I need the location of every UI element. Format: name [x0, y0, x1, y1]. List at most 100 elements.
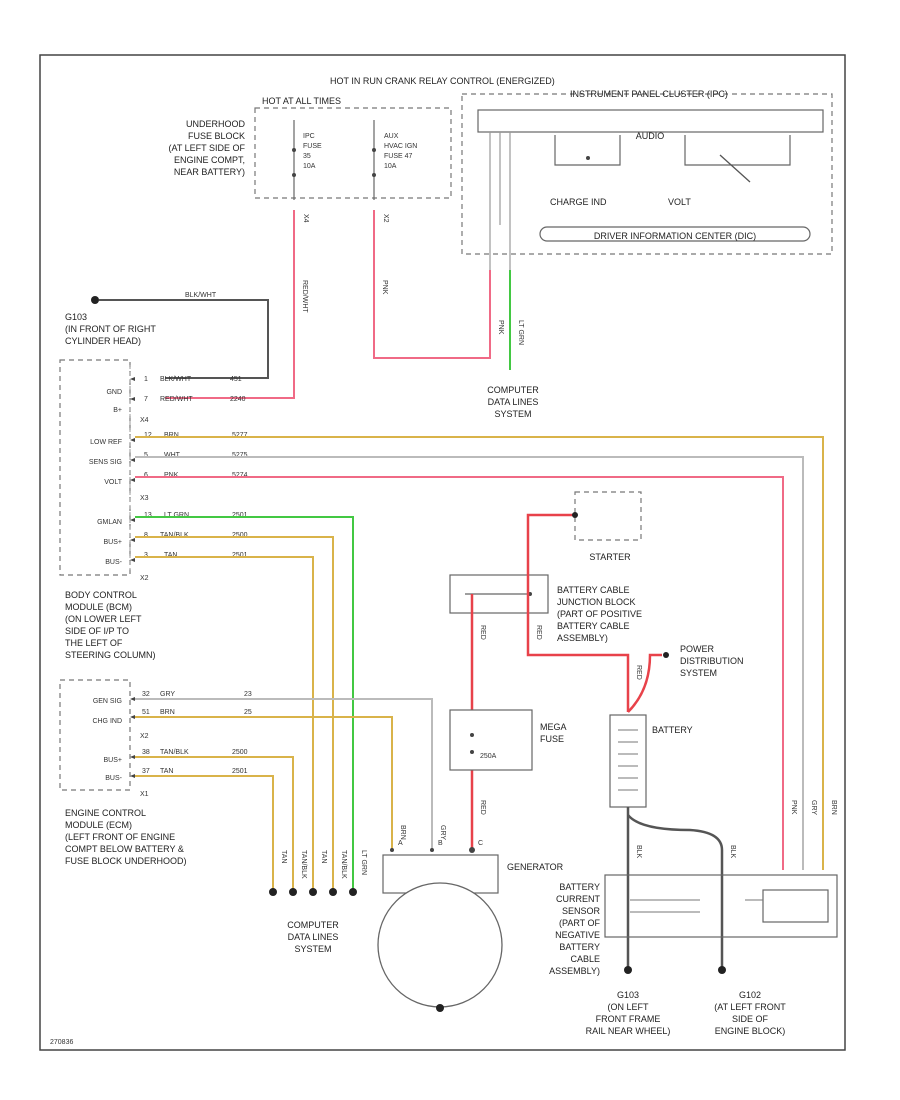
wire-lt-grn-gmlan — [135, 516, 354, 890]
svg-text:BRN: BRN — [160, 709, 175, 716]
svg-text:(PART OF POSITIVE: (PART OF POSITIVE — [557, 609, 642, 619]
svg-text:BATTERY: BATTERY — [559, 942, 600, 952]
svg-text:G103: G103 — [617, 990, 639, 1000]
wire-red-wht-bcm-bplus — [165, 210, 295, 399]
svg-text:BRN: BRN — [830, 800, 837, 815]
svg-text:MODULE (BCM): MODULE (BCM) — [65, 602, 132, 612]
computer-data-lines-bottom: COMPUTER DATA LINES SYSTEM — [269, 888, 357, 954]
svg-text:RED: RED — [535, 625, 542, 640]
svg-text:23: 23 — [244, 691, 252, 698]
svg-text:B+: B+ — [113, 407, 122, 414]
svg-text:1: 1 — [144, 376, 148, 383]
wire-wht-sens-sig — [135, 456, 804, 870]
ground-icon — [718, 966, 726, 974]
generator: A B C GENERATOR — [377, 840, 564, 1012]
svg-text:FUSE BLOCK UNDERHOOD): FUSE BLOCK UNDERHOOD) — [65, 856, 187, 866]
wire-tan-ecm-bus-minus — [135, 775, 274, 890]
svg-text:2500: 2500 — [232, 532, 248, 539]
svg-text:BODY CONTROL: BODY CONTROL — [65, 590, 137, 600]
svg-text:BUS+: BUS+ — [104, 539, 122, 546]
svg-text:ENGINE CONTROL: ENGINE CONTROL — [65, 808, 146, 818]
wire-red-power-dist — [627, 653, 662, 713]
svg-text:PNK: PNK — [381, 280, 388, 295]
svg-text:RED: RED — [635, 665, 642, 680]
svg-text:BATTERY CABLE: BATTERY CABLE — [557, 621, 630, 631]
svg-text:FRONT FRAME: FRONT FRAME — [596, 1014, 661, 1024]
svg-text:X4: X4 — [140, 417, 149, 424]
wire-tan-blk-bcm-bus-plus — [135, 536, 334, 890]
svg-text:12: 12 — [144, 432, 152, 439]
svg-text:A: A — [398, 840, 403, 847]
svg-text:COMPUTER: COMPUTER — [287, 920, 339, 930]
svg-text:GEN SIG: GEN SIG — [93, 698, 122, 705]
ground-g103-top: BLK/WHT G103 (IN FRONT OF RIGHT CYLINDER… — [65, 292, 269, 379]
fuse-pin-x2: X2 — [382, 214, 389, 223]
svg-text:TAN: TAN — [320, 850, 327, 863]
svg-text:GND: GND — [106, 389, 122, 396]
wire-brn-low-ref — [135, 436, 824, 870]
svg-text:RED: RED — [479, 800, 486, 815]
svg-text:G102: G102 — [739, 990, 761, 1000]
svg-text:DISTRIBUTION: DISTRIBUTION — [680, 656, 744, 666]
svg-text:LOW REF: LOW REF — [90, 439, 122, 446]
svg-text:BATTERY: BATTERY — [559, 882, 600, 892]
svg-text:2500: 2500 — [232, 749, 248, 756]
svg-text:TAN: TAN — [280, 850, 287, 863]
svg-text:GRY: GRY — [439, 825, 446, 840]
charge-indicator-label: CHARGE IND — [550, 197, 607, 207]
svg-text:PNK: PNK — [164, 472, 179, 479]
svg-text:UNDERHOOD: UNDERHOOD — [186, 119, 246, 129]
svg-text:BLK/WHT: BLK/WHT — [160, 376, 192, 383]
svg-text:STARTER: STARTER — [589, 552, 631, 562]
svg-text:CHG IND: CHG IND — [92, 718, 122, 725]
svg-text:(AT LEFT FRONT: (AT LEFT FRONT — [714, 1002, 786, 1012]
svg-text:B: B — [438, 840, 443, 847]
ecm-location-label: ENGINE CONTROL MODULE (ECM) (LEFT FRONT … — [65, 808, 187, 866]
svg-text:GENERATOR: GENERATOR — [507, 862, 564, 872]
svg-text:5274: 5274 — [232, 472, 248, 479]
svg-text:WHT: WHT — [164, 452, 181, 459]
svg-text:COMPUTER: COMPUTER — [487, 385, 539, 395]
ground-icon — [91, 296, 99, 304]
starter: STARTER — [574, 491, 642, 562]
svg-text:MODULE (ECM): MODULE (ECM) — [65, 820, 132, 830]
svg-text:250A: 250A — [480, 753, 497, 760]
svg-text:NEAR BATTERY): NEAR BATTERY) — [174, 167, 245, 177]
svg-text:SIDE OF: SIDE OF — [732, 1014, 769, 1024]
svg-text:NEGATIVE: NEGATIVE — [555, 930, 600, 940]
battery-current-sensor: BATTERY CURRENT SENSOR (PART OF NEGATIVE… — [549, 874, 838, 976]
svg-text:2240: 2240 — [230, 396, 246, 403]
svg-text:(ON LEFT: (ON LEFT — [607, 1002, 649, 1012]
svg-text:LT GRN: LT GRN — [164, 512, 189, 519]
svg-text:RAIL NEAR WHEEL): RAIL NEAR WHEEL) — [586, 1026, 671, 1036]
body-control-module: GND B+ X4 LOW REF SENS SIG VOLT X3 GMLAN… — [59, 359, 248, 660]
svg-text:INSTRUMENT PANEL CLUSTER (IPC): INSTRUMENT PANEL CLUSTER (IPC) — [570, 89, 728, 99]
svg-text:35: 35 — [303, 153, 311, 160]
hot-in-run-label: HOT IN RUN CRANK RELAY CONTROL (ENERGIZE… — [330, 76, 555, 86]
svg-text:G103: G103 — [65, 312, 87, 322]
computer-data-lines-top-label: COMPUTER DATA LINES SYSTEM — [487, 385, 539, 419]
wire-tan-blk-ecm-bus-plus — [135, 756, 294, 890]
svg-text:C: C — [478, 840, 483, 847]
svg-text:38: 38 — [142, 749, 150, 756]
svg-text:ENGINE BLOCK): ENGINE BLOCK) — [715, 1026, 786, 1036]
svg-text:MEGA: MEGA — [540, 722, 567, 732]
svg-text:GRY: GRY — [160, 691, 175, 698]
ground-icon — [624, 966, 632, 974]
svg-text:BRN: BRN — [164, 432, 179, 439]
svg-text:TAN: TAN — [164, 552, 177, 559]
svg-text:RED: RED — [479, 625, 486, 640]
dic-label: DRIVER INFORMATION CENTER (DIC) — [594, 231, 756, 241]
aux-hvac-fuse: AUX HVAC IGN FUSE 47 10A X2 — [372, 120, 417, 223]
wire-blk-engine-ground — [627, 814, 724, 970]
svg-text:(PART OF: (PART OF — [559, 918, 601, 928]
svg-text:7: 7 — [144, 396, 148, 403]
svg-text:TAN/BLK: TAN/BLK — [300, 850, 307, 879]
mega-fuse: 250A MEGA FUSE — [449, 709, 567, 771]
svg-text:FUSE: FUSE — [540, 734, 564, 744]
svg-text:SIDE OF I/P TO: SIDE OF I/P TO — [65, 626, 129, 636]
svg-text:LT GRN: LT GRN — [517, 320, 524, 345]
svg-text:8: 8 — [144, 532, 148, 539]
svg-text:BLK: BLK — [729, 845, 736, 859]
